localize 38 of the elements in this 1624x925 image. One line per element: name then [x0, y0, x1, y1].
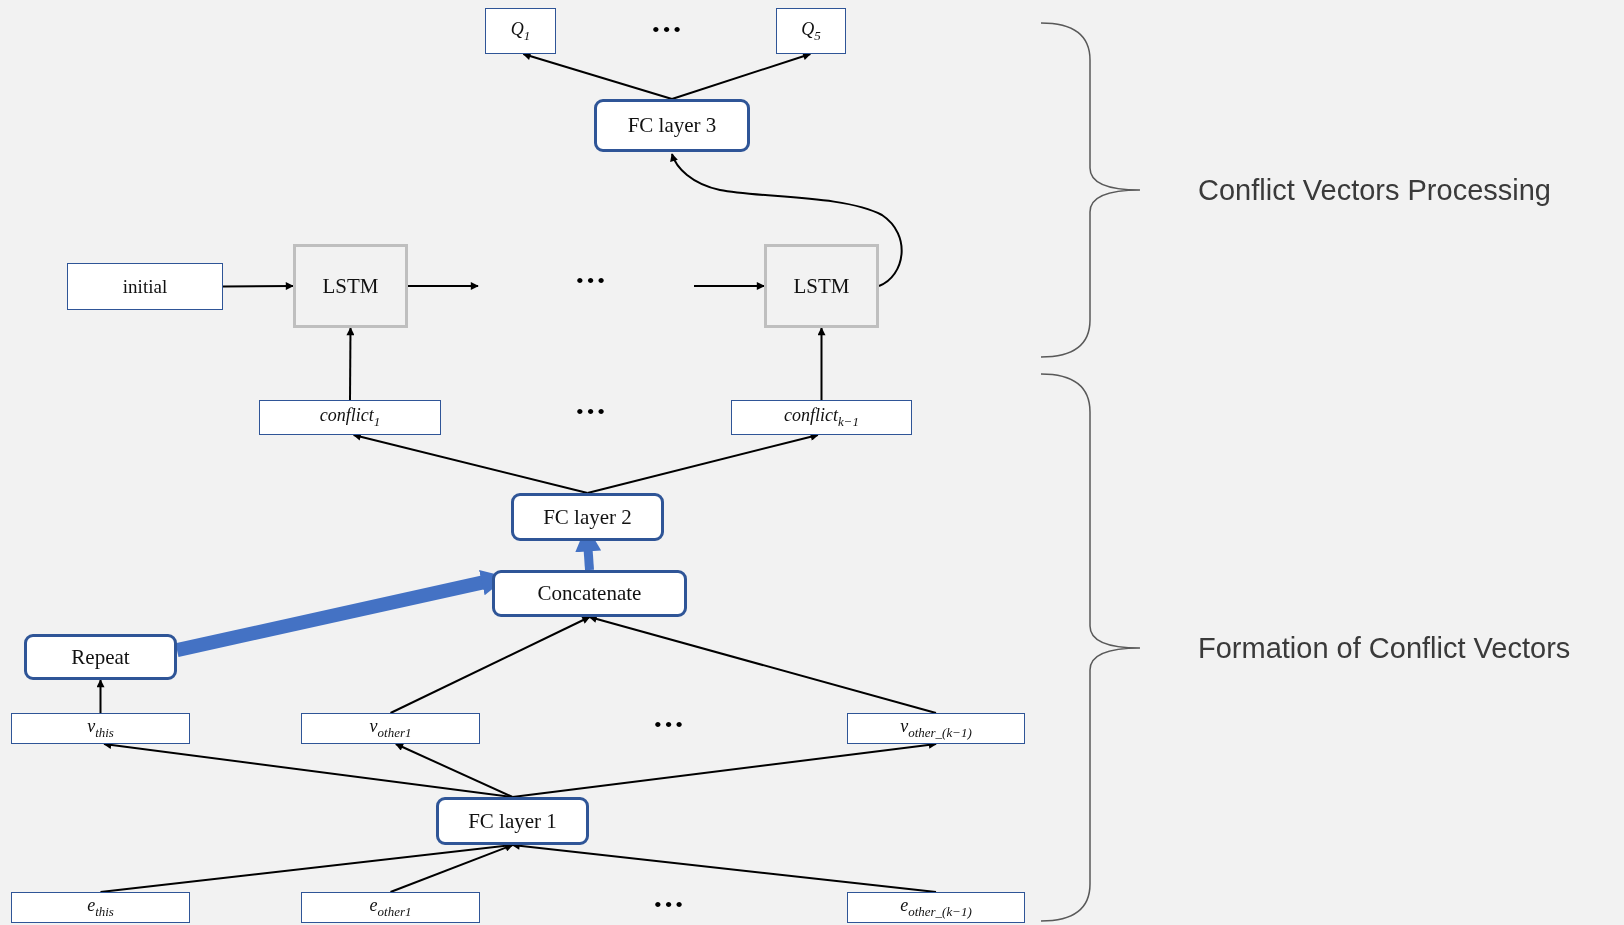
lstm-cell: LSTM — [764, 244, 879, 328]
arrow — [407, 282, 479, 290]
layer-box: FC layer 3 — [594, 99, 750, 152]
ellipsis: ••• — [575, 268, 609, 294]
arrow — [522, 52, 673, 100]
ellipsis: ••• — [653, 712, 687, 738]
arrow — [693, 282, 765, 290]
layer-box: FC layer 1 — [436, 797, 589, 845]
layer-box: FC layer 2 — [511, 493, 664, 541]
vector-box: conflict$_{1}$ — [259, 400, 441, 435]
lstm-cell: LSTM — [293, 244, 408, 328]
vector-box: v$_{this}$ — [11, 713, 190, 744]
arrow — [394, 743, 514, 798]
arrow — [96, 679, 105, 714]
arrow — [670, 153, 903, 287]
vector-box: e$_{this}$ — [11, 892, 190, 923]
arrow — [588, 615, 937, 714]
arrow — [389, 843, 514, 893]
vector-box: e$_{other1}$ — [301, 892, 480, 923]
vector-box: Q$_{5}$ — [776, 8, 846, 54]
arrow — [222, 282, 294, 291]
layer-box: Repeat — [24, 634, 177, 680]
section-label: Conflict Vectors Processing — [1198, 173, 1551, 207]
input-box: initial — [67, 263, 223, 310]
vector-box: e$_{other_(k−1)}$ — [847, 892, 1025, 923]
ellipsis: ••• — [651, 17, 685, 43]
arrow — [346, 327, 355, 401]
ellipsis: ••• — [653, 892, 687, 918]
section-label: Formation of Conflict Vectors — [1198, 631, 1571, 665]
vector-box: v$_{other1}$ — [301, 713, 480, 744]
vector-box: Q$_{1}$ — [485, 8, 556, 54]
layer-box: Concatenate — [492, 570, 687, 617]
vector-box: v$_{other_(k−1)}$ — [847, 713, 1025, 744]
arrow — [389, 616, 591, 714]
arrow — [817, 327, 826, 401]
arrow — [671, 52, 812, 100]
vector-box: conflict$_{k−1}$ — [731, 400, 912, 435]
ellipsis: ••• — [575, 399, 609, 425]
